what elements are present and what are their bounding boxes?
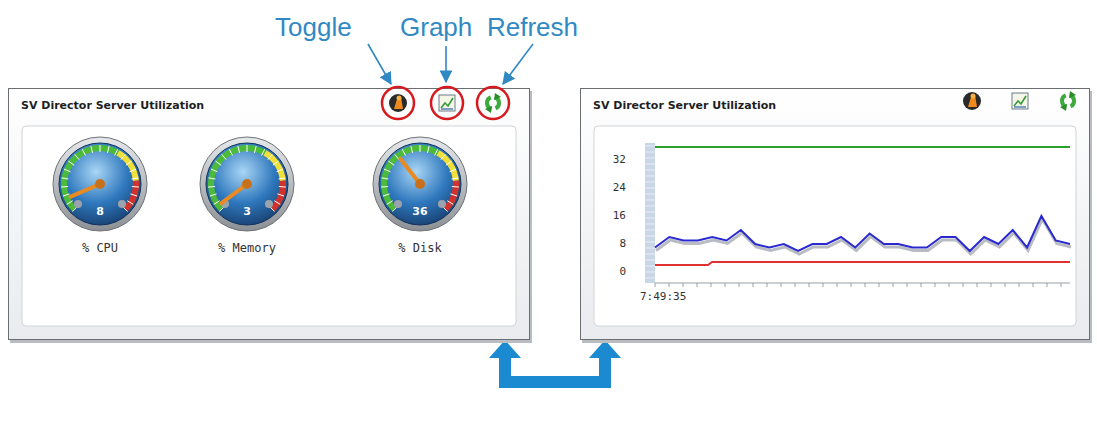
toggle-icon — [389, 94, 407, 112]
callout-label: Graph — [400, 12, 472, 42]
highlight-circle — [477, 87, 509, 119]
graph-icon — [1012, 93, 1028, 109]
gauge-label: % Disk — [360, 241, 480, 255]
highlight-circle — [431, 87, 463, 119]
axis-time-label: 7:49:35 — [640, 290, 686, 304]
gauge-face — [360, 134, 480, 234]
gauge-face — [40, 134, 160, 234]
gauge-dial: 3 % Memory — [187, 134, 307, 255]
refresh-icon — [485, 93, 501, 113]
line-chart — [645, 143, 1071, 287]
gauge-value: 3 — [187, 205, 307, 219]
toggle-icon — [963, 92, 981, 110]
gauge-dial: 8 % CPU — [40, 134, 160, 255]
gauge-label: % CPU — [40, 241, 160, 255]
axis-tick-label: 8 — [596, 237, 626, 251]
callout-label: Refresh — [487, 12, 578, 42]
axis-tick-label: 24 — [596, 181, 626, 195]
toggle-arrow — [505, 358, 605, 382]
gauge-face — [187, 134, 307, 234]
panel-title: SV Director Server Utilization — [593, 99, 776, 112]
gauge-value: 8 — [40, 205, 160, 219]
graph-icon — [439, 95, 455, 111]
axis-tick-label: 32 — [596, 153, 626, 167]
leader-line — [445, 46, 447, 82]
leader-line — [368, 44, 391, 84]
axis-tick-label: 0 — [596, 265, 626, 279]
gauge-value: 36 — [360, 205, 480, 219]
gauge-dial: 36 % Disk — [360, 134, 480, 255]
gauge-label: % Memory — [187, 241, 307, 255]
leader-line — [503, 44, 533, 84]
refresh-icon — [1060, 91, 1076, 111]
highlight-circle — [382, 87, 414, 119]
widget-panel: SV Director Server Utilization 8 % CPU 3 % M… — [8, 88, 530, 340]
panel-title: SV Director Server Utilization — [21, 99, 204, 112]
axis-tick-label: 16 — [596, 209, 626, 223]
callout-label: Toggle — [275, 12, 352, 42]
